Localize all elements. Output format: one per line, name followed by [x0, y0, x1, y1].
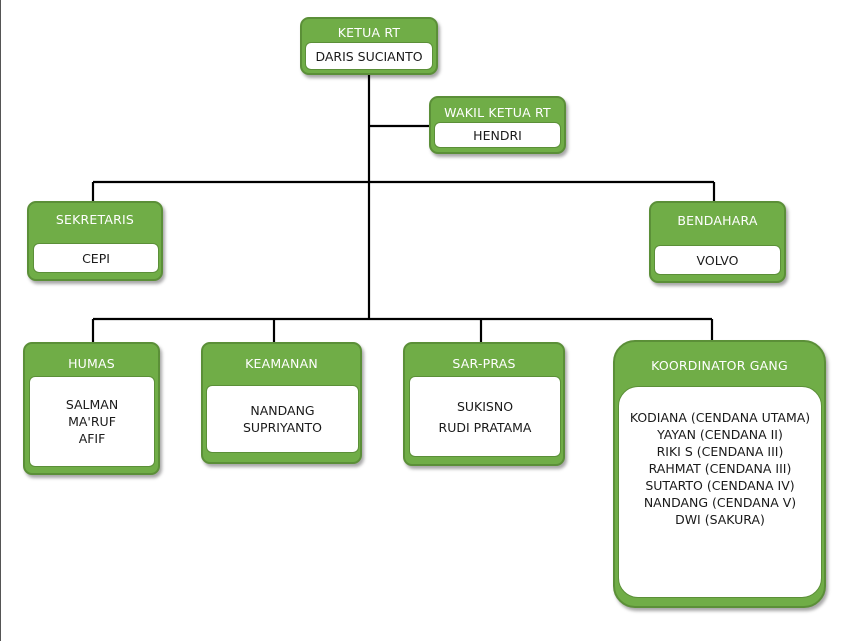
koordinator-member: RIKI S (CENDANA III)	[656, 444, 784, 459]
sar-pras-members-card: SUKISNO RUDI PRATAMA	[409, 376, 561, 457]
ketua-rt-name: DARIS SUCIANTO	[315, 48, 423, 64]
koordinator-member: DWI (SAKURA)	[675, 512, 765, 527]
bendahara-name-card: VOLVO	[654, 245, 781, 275]
keamanan-member: NANDANG	[250, 403, 315, 418]
koordinator-member: SUTARTO (CENDANA IV)	[645, 478, 795, 493]
ketua-rt-title: KETUA RT	[337, 25, 401, 40]
wakil-ketua-rt-title: WAKIL KETUA RT	[444, 105, 551, 120]
koordinator-gang-members-card: KODIANA (CENDANA UTAMA) YAYAN (CENDANA I…	[618, 386, 822, 598]
humas-members-card: SALMAN MA'RUF AFIF	[29, 376, 155, 467]
humas-box: HUMAS SALMAN MA'RUF AFIF	[23, 342, 160, 475]
wakil-ketua-rt-name-card: HENDRI	[434, 122, 561, 148]
koordinator-member: NANDANG (CENDANA V)	[643, 495, 797, 510]
sekretaris-name-card: CEPI	[33, 243, 159, 273]
keamanan-title: KEAMANAN	[245, 356, 318, 371]
koordinator-member: RAHMAT (CENDANA III)	[648, 461, 792, 476]
koordinator-gang-title: KOORDINATOR GANG	[651, 358, 788, 373]
humas-title: HUMAS	[68, 356, 115, 371]
koordinator-gang-box: KOORDINATOR GANG KODIANA (CENDANA UTAMA)…	[613, 340, 826, 608]
keamanan-box: KEAMANAN NANDANG SUPRIYANTO	[201, 342, 362, 464]
wakil-ketua-rt-name: HENDRI	[473, 127, 522, 143]
sar-pras-box: SAR-PRAS SUKISNO RUDI PRATAMA	[403, 342, 565, 466]
koordinator-member: KODIANA (CENDANA UTAMA)	[629, 410, 811, 425]
sekretaris-title: SEKRETARIS	[55, 212, 135, 227]
sekretaris-name: CEPI	[82, 250, 110, 266]
sar-pras-member: SUKISNO	[456, 398, 514, 414]
bendahara-title: BENDAHARA	[677, 213, 758, 228]
ketua-rt-box: KETUA RT DARIS SUCIANTO	[300, 17, 438, 75]
keamanan-members-card: NANDANG SUPRIYANTO	[206, 385, 359, 453]
keamanan-member: SUPRIYANTO	[242, 420, 323, 435]
bendahara-box: BENDAHARA VOLVO	[649, 201, 786, 283]
sekretaris-box: SEKRETARIS CEPI	[27, 201, 163, 281]
humas-member: MA'RUF	[68, 414, 116, 429]
ketua-rt-name-card: DARIS SUCIANTO	[305, 42, 433, 70]
sar-pras-member: RUDI PRATAMA	[438, 419, 532, 435]
koordinator-member: YAYAN (CENDANA II)	[657, 427, 783, 442]
humas-member: SALMAN	[65, 397, 119, 412]
wakil-ketua-rt-box: WAKIL KETUA RT HENDRI	[429, 96, 566, 154]
sar-pras-title: SAR-PRAS	[452, 356, 516, 371]
humas-member: AFIF	[78, 431, 106, 446]
bendahara-name: VOLVO	[696, 252, 739, 268]
